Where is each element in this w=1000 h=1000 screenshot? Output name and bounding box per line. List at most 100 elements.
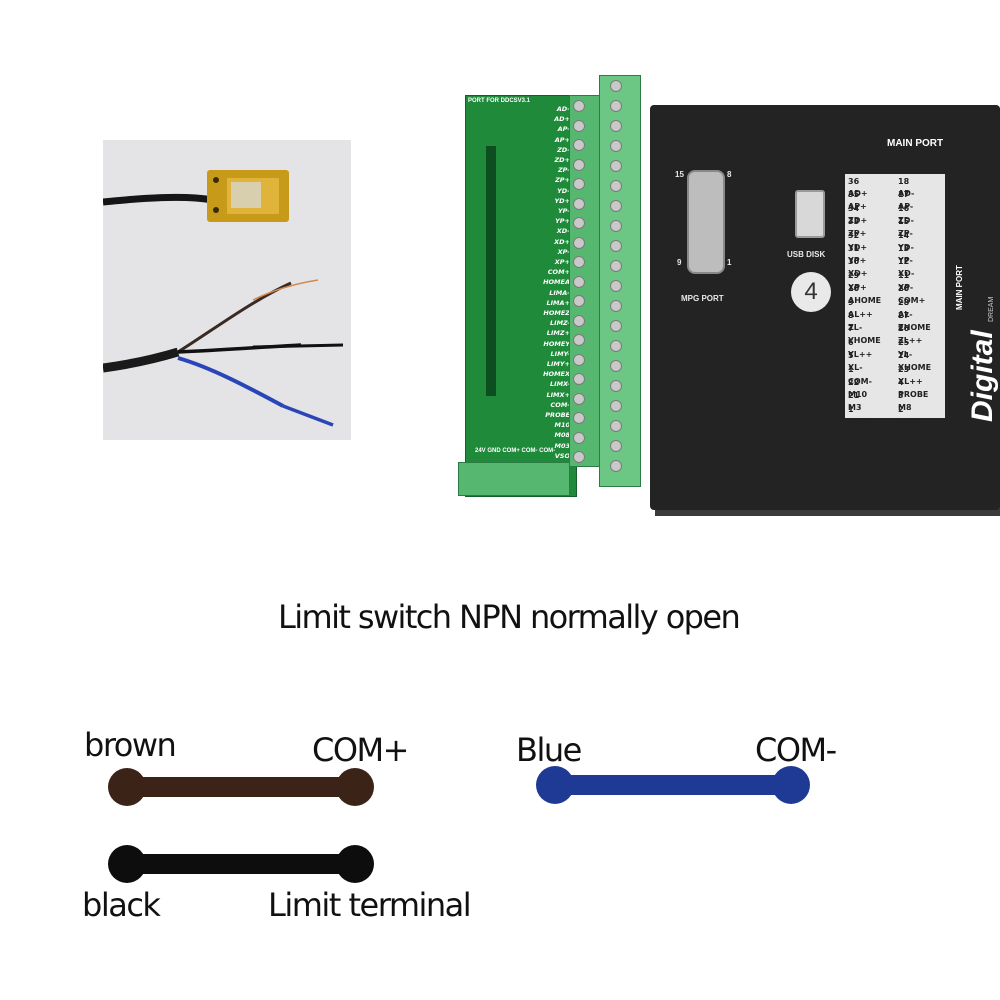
terminal-screw <box>610 340 622 352</box>
terminal-screw <box>573 392 585 405</box>
main-port-pin: 34 ZD+ <box>848 203 868 225</box>
board-pin-label: AP- <box>557 125 570 134</box>
main-port-pin: 5 XL-- <box>848 351 863 385</box>
main-port-pin: 36 AD+ <box>848 177 868 198</box>
bottom-terminal-label: 24V GND COM+ COM- COM- <box>475 448 556 454</box>
terminal-screw <box>610 380 622 392</box>
terminal-screw <box>610 160 622 172</box>
main-port-pin: 11 XP- <box>898 270 914 292</box>
terminal-screw <box>573 373 585 385</box>
terminal-screw <box>610 400 622 412</box>
terminal-screw <box>573 100 585 112</box>
main-port-pin: 23 XL++ <box>898 364 923 386</box>
board-pin-label: HOMEY <box>543 339 570 348</box>
board-pin-label: LIMZ- <box>550 319 570 328</box>
board-pin-label: LIMX- <box>550 380 570 389</box>
breakout-board: PORT FOR DDCSV3.1 AD-AD+AP-AP+ZD-ZD+ZP-Z… <box>465 95 577 497</box>
terminal-screw <box>610 240 622 252</box>
main-port-pin: 4 PROBE <box>898 378 929 399</box>
cable-icon <box>103 279 344 427</box>
board-pin-label: HOMEX <box>543 370 570 379</box>
board-pin-label: LIMX+ <box>546 390 571 399</box>
main-port-pin: 29 XP+ <box>848 270 867 292</box>
board-pin-label: ZP- <box>557 166 570 175</box>
board-pin-label: AD+ <box>554 115 570 124</box>
logo-text: Digital <box>966 330 999 422</box>
logo-sub: DREAM <box>988 296 995 322</box>
terminal-screw <box>573 197 585 210</box>
terminal-screw <box>573 334 585 346</box>
board-pin-label: M03 <box>554 441 570 450</box>
terminal-screw <box>573 412 585 424</box>
board-pin-label: LIMY+ <box>546 360 570 368</box>
brown-wire-line <box>126 777 356 797</box>
terminal-screw <box>573 158 585 171</box>
board-title: PORT FOR DDCSV3.1 <box>468 98 531 104</box>
terminal-screw <box>610 80 622 92</box>
main-port-table: 36 AD+35 AP+34 ZD+33 ZP+32 YD+31 YP+30 X… <box>845 174 945 426</box>
black-wire-line <box>126 854 356 874</box>
logo-area: Digital <box>952 330 999 422</box>
board-pin-label: AD- <box>556 105 570 113</box>
circle-number: 4 <box>791 272 831 312</box>
proximity-sensor-icon <box>103 170 344 427</box>
terminal-screw <box>573 139 585 151</box>
board-pin-label: LIMZ+ <box>546 329 570 338</box>
main-port-pin: 3 M8 <box>898 391 912 413</box>
main-port-pin: 17 AP- <box>898 190 914 212</box>
board-pin-label: HOMEA <box>543 278 570 287</box>
main-port-pin: 15 ZP- <box>898 217 913 239</box>
main-port-pin: 2 VSO <box>898 404 917 426</box>
board-pin-label: YP- <box>557 207 570 215</box>
main-port-pin: 25 YL-- <box>898 337 913 371</box>
blue-wire-line <box>554 775 804 795</box>
main-port-pin: 6 YL++ <box>848 337 873 359</box>
caption: Limit switch NPN normally open <box>278 598 741 636</box>
board-pin-label: COM+ <box>547 268 570 277</box>
board-pin-label: LIMY- <box>550 349 570 358</box>
terminal-screw <box>573 119 585 132</box>
main-port-pin: 20 COM+ <box>898 284 926 306</box>
usb-port <box>795 190 825 238</box>
board-pin-label: VSO <box>554 451 570 460</box>
main-port-pin: 24 XHOME <box>898 351 932 373</box>
main-port-pin: 1 COM- <box>848 404 872 426</box>
main-port-pin: 35 AP+ <box>848 190 867 212</box>
terminal-screw <box>573 353 585 366</box>
main-port-pin: 30 XD+ <box>848 257 868 279</box>
main-port-pin: 12 XD- <box>898 257 915 279</box>
board-pin-label: HOMEZ <box>543 309 570 317</box>
board-header <box>486 146 496 396</box>
main-port-pin: 33 ZP+ <box>848 217 867 239</box>
terminal-screw <box>610 100 622 112</box>
board-pin-label: YP+ <box>555 217 570 226</box>
main-port-pin: 16 ZD- <box>898 203 914 225</box>
mpg-pin-8: 8 <box>727 170 732 179</box>
board-pin-label: ZD- <box>557 145 570 154</box>
terminal-screw <box>610 360 622 372</box>
terminal-screw <box>573 295 585 307</box>
main-port-pin: 18 AD- <box>898 177 915 198</box>
main-port-pin: 22 M10 <box>848 378 868 399</box>
main-port-pin: 32 YD+ <box>848 230 868 252</box>
terminal-screw <box>573 256 585 268</box>
main-port-pin: 27 ZHOME <box>898 311 931 332</box>
board-pin-label: XD+ <box>554 237 570 246</box>
main-port-pin: 21 M3 <box>848 391 862 413</box>
board-pin-label: XD- <box>556 227 570 236</box>
terminal-screw <box>610 300 622 312</box>
main-port-pin: 8 ZL-- <box>848 311 863 344</box>
mpg-connector <box>687 170 725 274</box>
mpg-pin-1: 1 <box>727 258 732 267</box>
board-pin-label: YD+ <box>554 196 570 205</box>
terminal-screw <box>573 178 585 190</box>
terminal-screw <box>610 420 622 432</box>
mpg-port-label: MPG PORT <box>681 294 724 303</box>
terminal-screw <box>573 451 585 463</box>
com-minus-label: COM- <box>755 731 837 769</box>
com-plus-label: COM+ <box>312 731 409 769</box>
blue-label: Blue <box>516 731 582 769</box>
brown-label: brown <box>84 726 177 764</box>
main-port-pin: 28 AL-- <box>898 297 913 331</box>
terminal-screw <box>610 200 622 212</box>
